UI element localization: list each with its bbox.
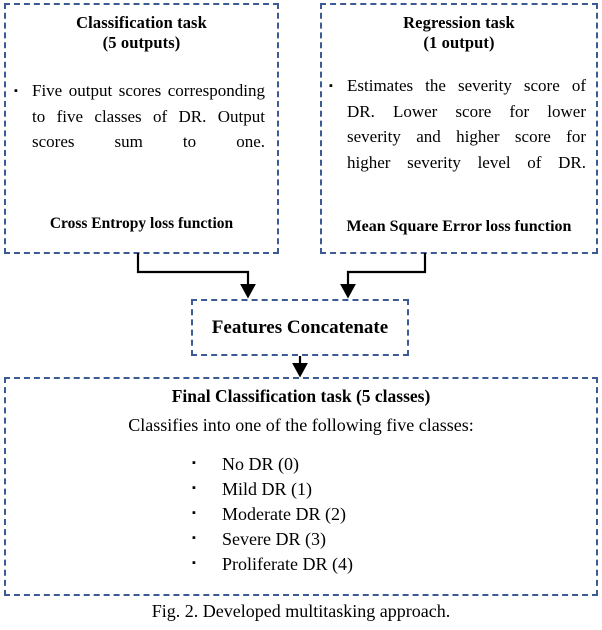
list-item: ▪ No DR (0) bbox=[0, 452, 602, 477]
square-bullet-icon: ▪ bbox=[192, 557, 196, 570]
final-classification-title: Final Classification task (5 classes) bbox=[171, 386, 431, 406]
class-label: No DR (0) bbox=[222, 454, 299, 474]
list-item: ▪ Severe DR (3) bbox=[0, 527, 602, 552]
square-bullet-icon: ▪ bbox=[192, 457, 196, 470]
classification-loss-label: Cross Entropy loss function bbox=[49, 215, 234, 232]
regression-loss-label: Mean Square Error loss function bbox=[346, 218, 572, 235]
arrow-regression-to-concat bbox=[340, 253, 427, 299]
regression-task-title: Regression task (1 output) bbox=[322, 5, 596, 53]
figure-caption: Fig. 2. Developed multitasking approach. bbox=[151, 601, 451, 621]
final-classes-list: ▪ No DR (0) ▪ Mild DR (1) ▪ Moderate DR (2)… bbox=[0, 452, 602, 577]
arrow-classification-to-concat bbox=[136, 253, 256, 299]
classification-task-title-line2: (5 outputs) bbox=[102, 33, 181, 52]
regression-task-title-line1: Regression task bbox=[403, 13, 515, 32]
final-classification-subtitle: Classifies into one of the following fiv… bbox=[128, 415, 474, 435]
list-item: ▪ Moderate DR (2) bbox=[0, 502, 602, 527]
features-concatenate-label: Features Concatenate bbox=[211, 317, 389, 338]
final-classification-box bbox=[4, 377, 598, 596]
square-bullet-icon: ▪ bbox=[192, 532, 196, 545]
class-label: Mild DR (1) bbox=[222, 479, 312, 499]
square-bullet-icon: ▪ bbox=[14, 85, 18, 97]
square-bullet-icon: ▪ bbox=[192, 482, 196, 495]
list-item: ▪ Proliferate DR (4) bbox=[0, 552, 602, 577]
class-label: Severe DR (3) bbox=[222, 529, 326, 549]
classification-task-title-line1: Classification task bbox=[76, 13, 207, 32]
classification-task-title: Classification task (5 outputs) bbox=[6, 5, 277, 53]
regression-bullet-item: ▪ Estimates the severity score of DR. Lo… bbox=[329, 73, 586, 201]
class-label: Proliferate DR (4) bbox=[222, 554, 353, 574]
features-concatenate-box: Features Concatenate bbox=[191, 299, 409, 356]
class-label: Moderate DR (2) bbox=[222, 504, 346, 524]
regression-task-title-line2: (1 output) bbox=[423, 33, 495, 52]
regression-bullet-text: Estimates the severity score of DR. Lowe… bbox=[347, 76, 586, 172]
square-bullet-icon: ▪ bbox=[192, 507, 196, 520]
classification-task-box: Classification task (5 outputs) bbox=[4, 3, 279, 254]
classification-bullet-text: Five output scores corresponding to five… bbox=[32, 81, 265, 151]
square-bullet-icon: ▪ bbox=[329, 80, 333, 92]
classification-bullet-item: ▪ Five output scores corresponding to fi… bbox=[14, 78, 265, 180]
regression-task-box: Regression task (1 output) bbox=[320, 3, 598, 254]
list-item: ▪ Mild DR (1) bbox=[0, 477, 602, 502]
